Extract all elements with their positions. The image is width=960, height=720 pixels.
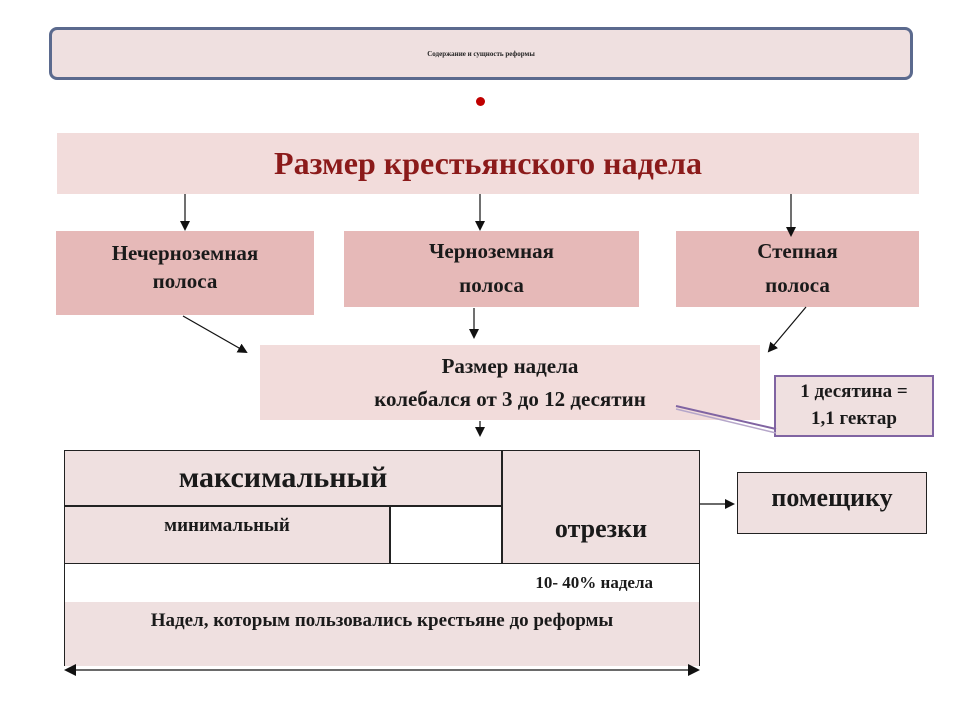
header-banner: Содержание и сущность реформы (49, 27, 913, 80)
zone-label-line1: Степная (757, 239, 838, 264)
minimum-label: минимальный (164, 515, 290, 536)
callout-pointer-shadow (675, 408, 777, 434)
zone-non-chernozem: Нечерноземная полоса (56, 231, 314, 315)
arrow-zone3-to-range (767, 306, 807, 353)
cuts-cell: отрезки (502, 450, 700, 564)
allotment-range-box: Размер надела колебался от 3 до 12 десят… (260, 345, 760, 420)
callout-pointer (675, 405, 777, 430)
arrow-zone1-to-range (182, 315, 248, 353)
maximum-cell: максимальный (64, 450, 502, 506)
callout-line1: 1 десятина = (800, 381, 908, 403)
cuts-label: отрезки (554, 514, 648, 543)
allotment-table: максимальный минимальный отрезки 10- 40%… (64, 450, 700, 666)
zone-label-line2: полоса (152, 269, 218, 293)
minimum-cell: минимальный (64, 506, 390, 564)
landlord-box: помещику (737, 472, 927, 534)
landlord-label: помещику (771, 483, 893, 512)
main-title-text: Размер крестьянского надела (274, 145, 702, 181)
cuts-share-label: 10- 40% надела (535, 573, 653, 592)
zone-label-line1: Черноземная (428, 239, 555, 264)
bullet-dot-icon (476, 97, 485, 106)
range-line2: колебался от 3 до 12 десятин (374, 386, 646, 411)
zone-label-line2: полоса (459, 273, 524, 297)
zone-label-line1: Нечерноземная (111, 240, 259, 265)
cuts-share-row: 10- 40% надела (64, 564, 700, 602)
header-text: Содержание и сущность реформы (427, 49, 535, 58)
zone-chernozem: Черноземная полоса (344, 231, 639, 307)
zone-label-line2: полоса (765, 273, 830, 297)
pre-reform-allotment-row: Надел, которым пользовались крестьяне до… (64, 602, 700, 666)
maximum-label: максимальный (178, 461, 388, 494)
callout-line2: 1,1 гектар (811, 408, 897, 429)
empty-cell (390, 506, 502, 564)
zone-steppe: Степная полоса (676, 231, 919, 307)
desyatina-callout: 1 десятина = 1,1 гектар (774, 375, 934, 437)
main-title: Размер крестьянского надела (57, 133, 919, 194)
pre-reform-allotment-label: Надел, которым пользовались крестьяне до… (150, 610, 614, 631)
range-line1: Размер надела (441, 353, 579, 378)
